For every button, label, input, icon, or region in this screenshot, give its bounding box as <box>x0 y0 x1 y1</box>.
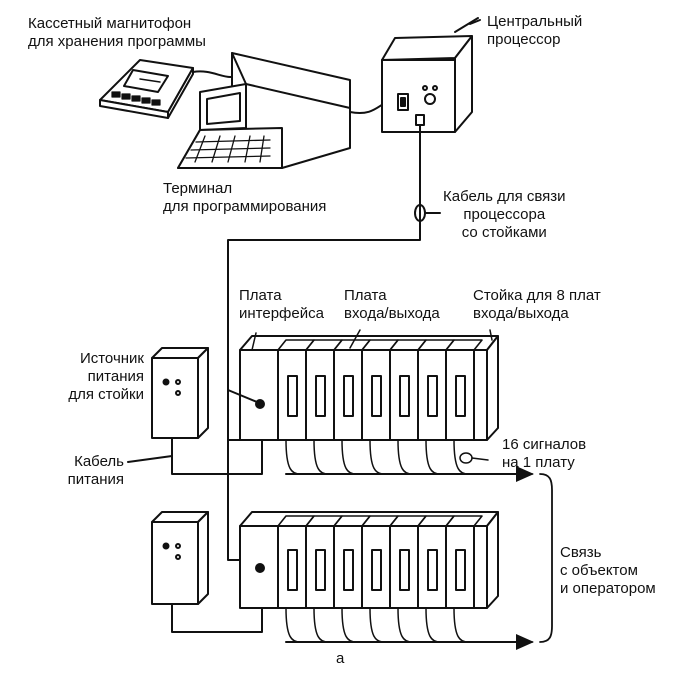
label-line: Кассетный магнитофон <box>28 15 192 32</box>
figure-caption: а <box>336 650 345 667</box>
label-rack-cable: Кабель для связи процессора со стойками <box>443 188 566 242</box>
label-io-board: Плата входа/выхода <box>344 287 440 323</box>
label-line: Терминал <box>163 180 233 197</box>
label-line: входа/выхода <box>344 305 440 322</box>
label-line: Кабель <box>74 453 124 470</box>
label-signals: 16 сигналов на 1 плату <box>502 436 586 472</box>
power-source-2-icon <box>151 511 263 633</box>
label-interface-board: Плата интерфейса <box>239 287 324 323</box>
label-line: на 1 плату <box>502 454 575 471</box>
label-cpu: Центральный процессор <box>487 13 582 49</box>
label-line: для хранения программы <box>28 33 206 50</box>
label-line: для стойки <box>68 386 144 403</box>
rack-1 <box>227 335 534 482</box>
label-line: Источник <box>79 350 144 367</box>
terminal-icon <box>177 52 403 169</box>
label-line: Центральный <box>487 13 583 30</box>
label-cassette-recorder: Кассетный магнитофон для хранения програ… <box>28 15 206 51</box>
label-power-source: Источник питания для стойки <box>44 350 144 404</box>
power-source-1-icon <box>127 347 263 475</box>
label-line: Плата <box>239 287 282 304</box>
label-connection: Связь с объектом и оператором <box>560 544 656 598</box>
cpu-box-icon <box>381 17 479 133</box>
label-line: для программирования <box>163 198 327 215</box>
label-line: 16 сигналов <box>502 436 587 453</box>
rack-2 <box>239 511 534 650</box>
label-line: процессор <box>487 31 561 48</box>
label-terminal: Терминал для программирования <box>163 180 326 216</box>
label-line: питания <box>67 471 124 488</box>
label-line: Стойка для 8 плат <box>473 287 601 304</box>
label-line: с объектом <box>560 562 638 579</box>
label-power-cable: Кабель питания <box>44 453 124 489</box>
cassette-recorder-icon <box>99 59 241 119</box>
label-line: процессора <box>463 206 546 223</box>
label-line: Связь <box>560 544 602 561</box>
label-line: и оператором <box>560 580 656 597</box>
label-line: Кабель для связи <box>443 188 566 205</box>
label-line: Плата <box>344 287 387 304</box>
label-line: питания <box>87 368 144 385</box>
label-line: входа/выхода <box>473 305 569 322</box>
label-line: интерфейса <box>239 305 324 322</box>
label-rack: Стойка для 8 плат входа/выхода <box>473 287 601 323</box>
label-line: со стойками <box>461 224 547 241</box>
